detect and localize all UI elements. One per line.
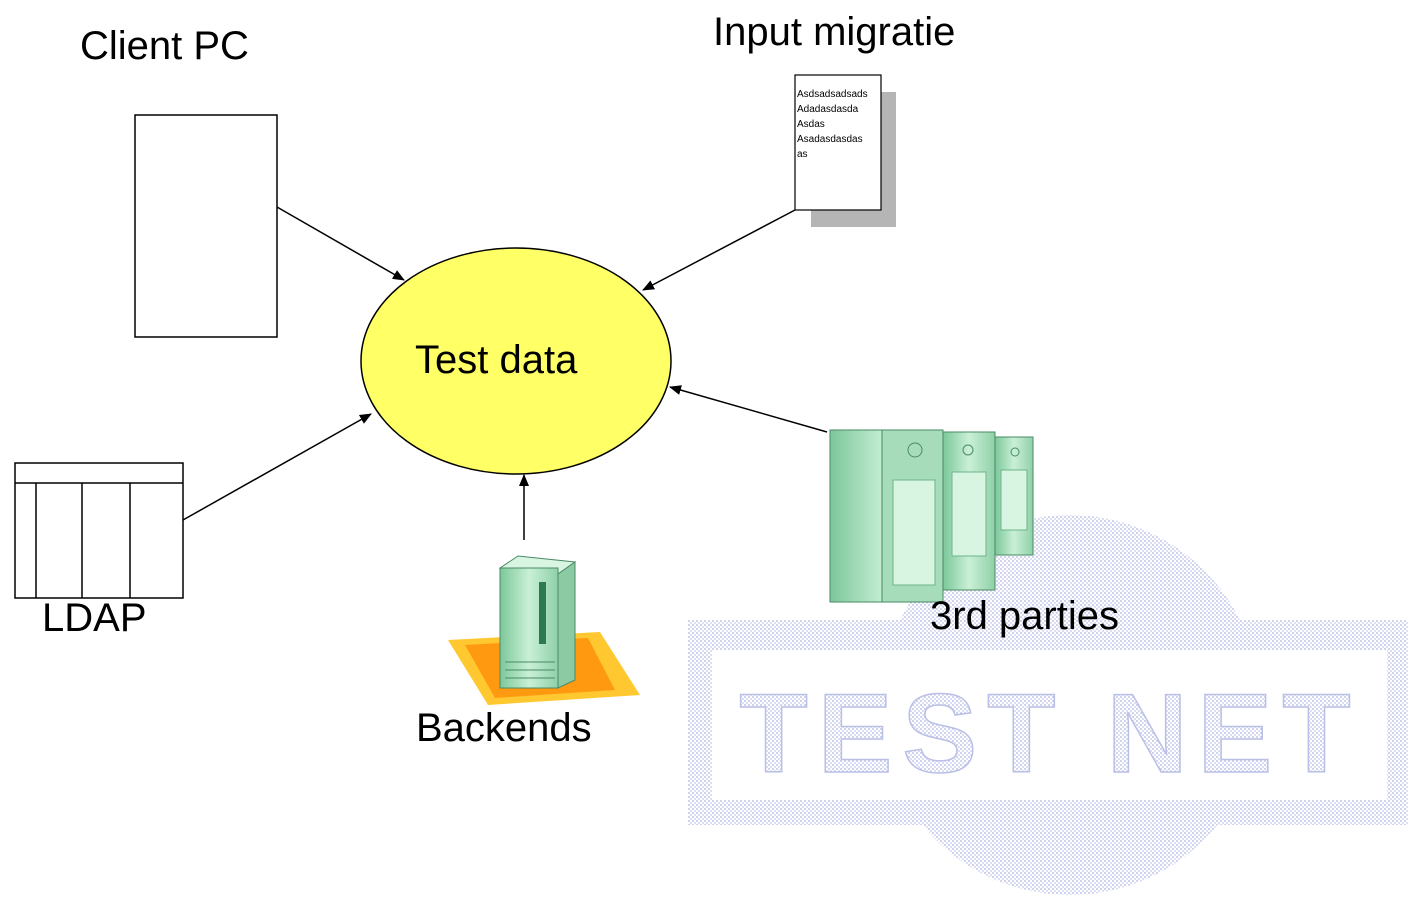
- arrow-client-to-testdata: [276, 206, 405, 281]
- ldap-table: [14, 462, 184, 599]
- third-party-servers-icon: [829, 429, 1034, 603]
- backends-label: Backends: [416, 706, 592, 750]
- document-text: Asdsadsadsads Adadasdasda Asdas Asadasda…: [797, 87, 868, 162]
- document-line: Asdas: [797, 119, 825, 130]
- testnet-watermark: TEST NET: [688, 515, 1408, 895]
- third-parties-label: 3rd parties: [930, 594, 1119, 638]
- client-pc-box: [134, 114, 278, 338]
- document-icon: [794, 74, 896, 227]
- arrow-input-to-testdata: [642, 209, 796, 291]
- ldap-label: LDAP: [42, 596, 147, 640]
- test-data-ellipse: [360, 247, 672, 475]
- arrow-ldap-to-testdata: [182, 413, 372, 521]
- watermark-inner: [712, 650, 1387, 800]
- client-pc-label: Client PC: [80, 24, 249, 68]
- document-line: Adadasdasda: [797, 104, 859, 115]
- document-page: [794, 74, 882, 211]
- test-data-label: Test data: [415, 338, 578, 382]
- document-line: as: [797, 149, 808, 160]
- document-line: Asadasdasdas: [797, 134, 863, 145]
- backend-server-icon: [448, 555, 640, 705]
- document-line: Asdsadsadsads: [797, 89, 868, 100]
- arrow-thirdparties-to-testdata: [669, 385, 828, 433]
- input-migratie-label: Input migratie: [713, 10, 956, 54]
- watermark-text: TEST NET: [739, 671, 1360, 796]
